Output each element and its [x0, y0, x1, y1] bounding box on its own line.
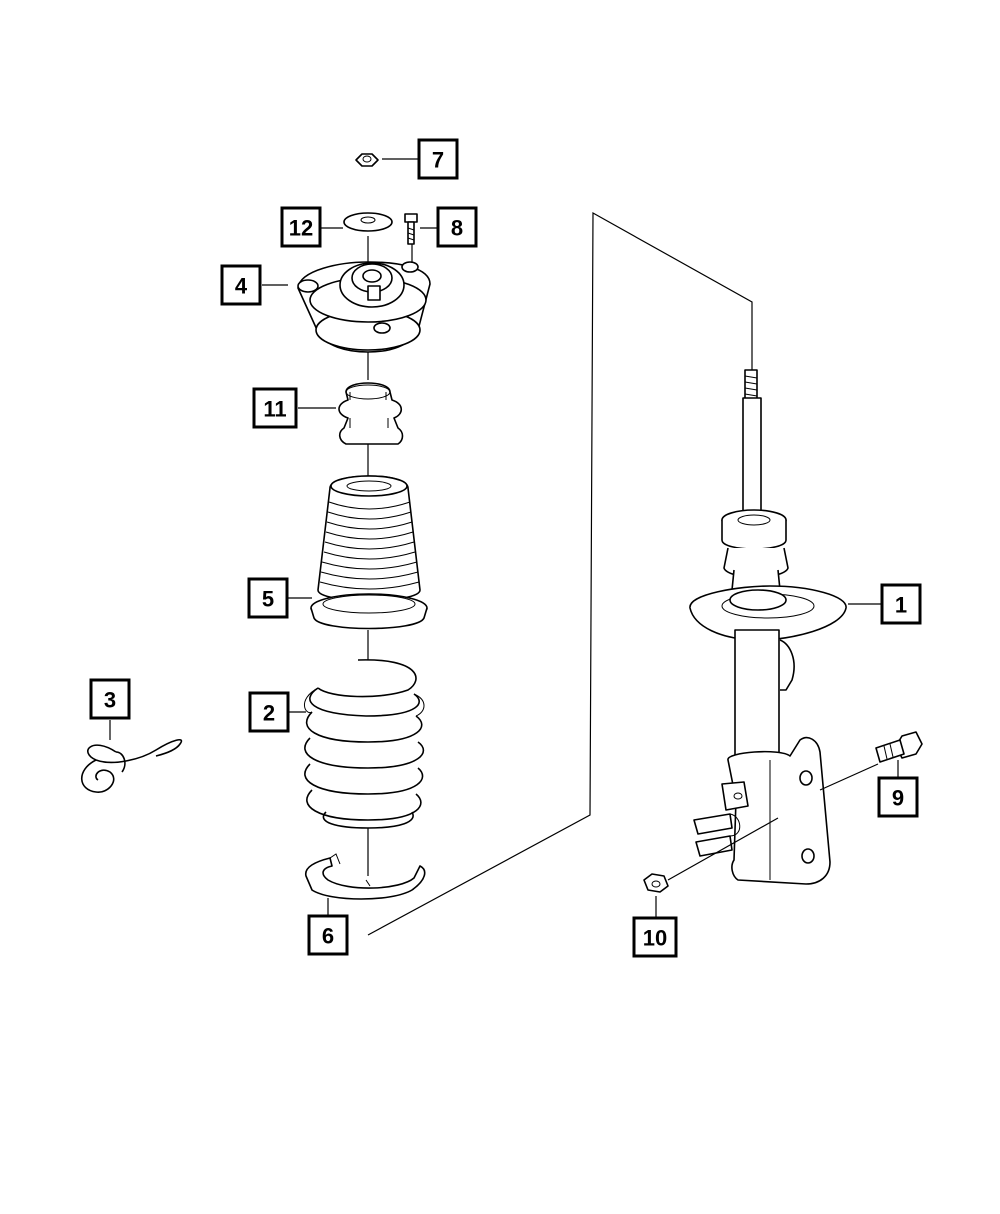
callout-9: 9	[877, 776, 919, 818]
part-11-jounce-bumper	[338, 382, 404, 445]
callout-8: 8	[436, 206, 478, 248]
callout-8-label: 8	[451, 216, 463, 241]
callout-1-label: 1	[895, 593, 907, 618]
part-6-spring-isolator	[305, 853, 426, 900]
leader-lines	[109, 158, 899, 918]
callout-11-label: 11	[263, 397, 286, 422]
part-3-clip	[80, 738, 183, 793]
callout-5-label: 5	[262, 587, 274, 612]
part-12-washer	[343, 212, 393, 232]
part-1-strut-assembly	[689, 369, 847, 885]
part-7-nut	[355, 153, 379, 167]
part-5-dust-boot	[310, 475, 428, 630]
callout-4: 4	[220, 264, 262, 306]
callout-10: 10	[632, 916, 678, 958]
part-10-nut	[643, 873, 669, 893]
callout-6: 6	[307, 914, 349, 956]
part-4-strut-mount	[297, 261, 431, 353]
callout-2-label: 2	[263, 701, 275, 726]
callout-1: 1	[880, 583, 922, 625]
callout-11: 11	[252, 387, 298, 429]
callout-2: 2	[248, 691, 290, 733]
callout-4-label: 4	[235, 274, 248, 299]
callout-12: 12	[280, 206, 322, 248]
assembly-leader-line	[367, 211, 753, 936]
callout-9-label: 9	[892, 786, 904, 811]
callout-3-label: 3	[104, 688, 116, 713]
part-8-bolt	[404, 213, 418, 245]
callout-6-label: 6	[322, 924, 334, 949]
callout-7: 7	[417, 138, 459, 180]
callout-12-label: 12	[289, 216, 313, 241]
part-2-coil-spring	[304, 659, 425, 829]
callout-10-label: 10	[643, 926, 667, 951]
callout-3: 3	[89, 678, 131, 720]
callout-5: 5	[247, 577, 289, 619]
part-9-bolt	[875, 731, 923, 763]
callout-7-label: 7	[432, 148, 444, 173]
